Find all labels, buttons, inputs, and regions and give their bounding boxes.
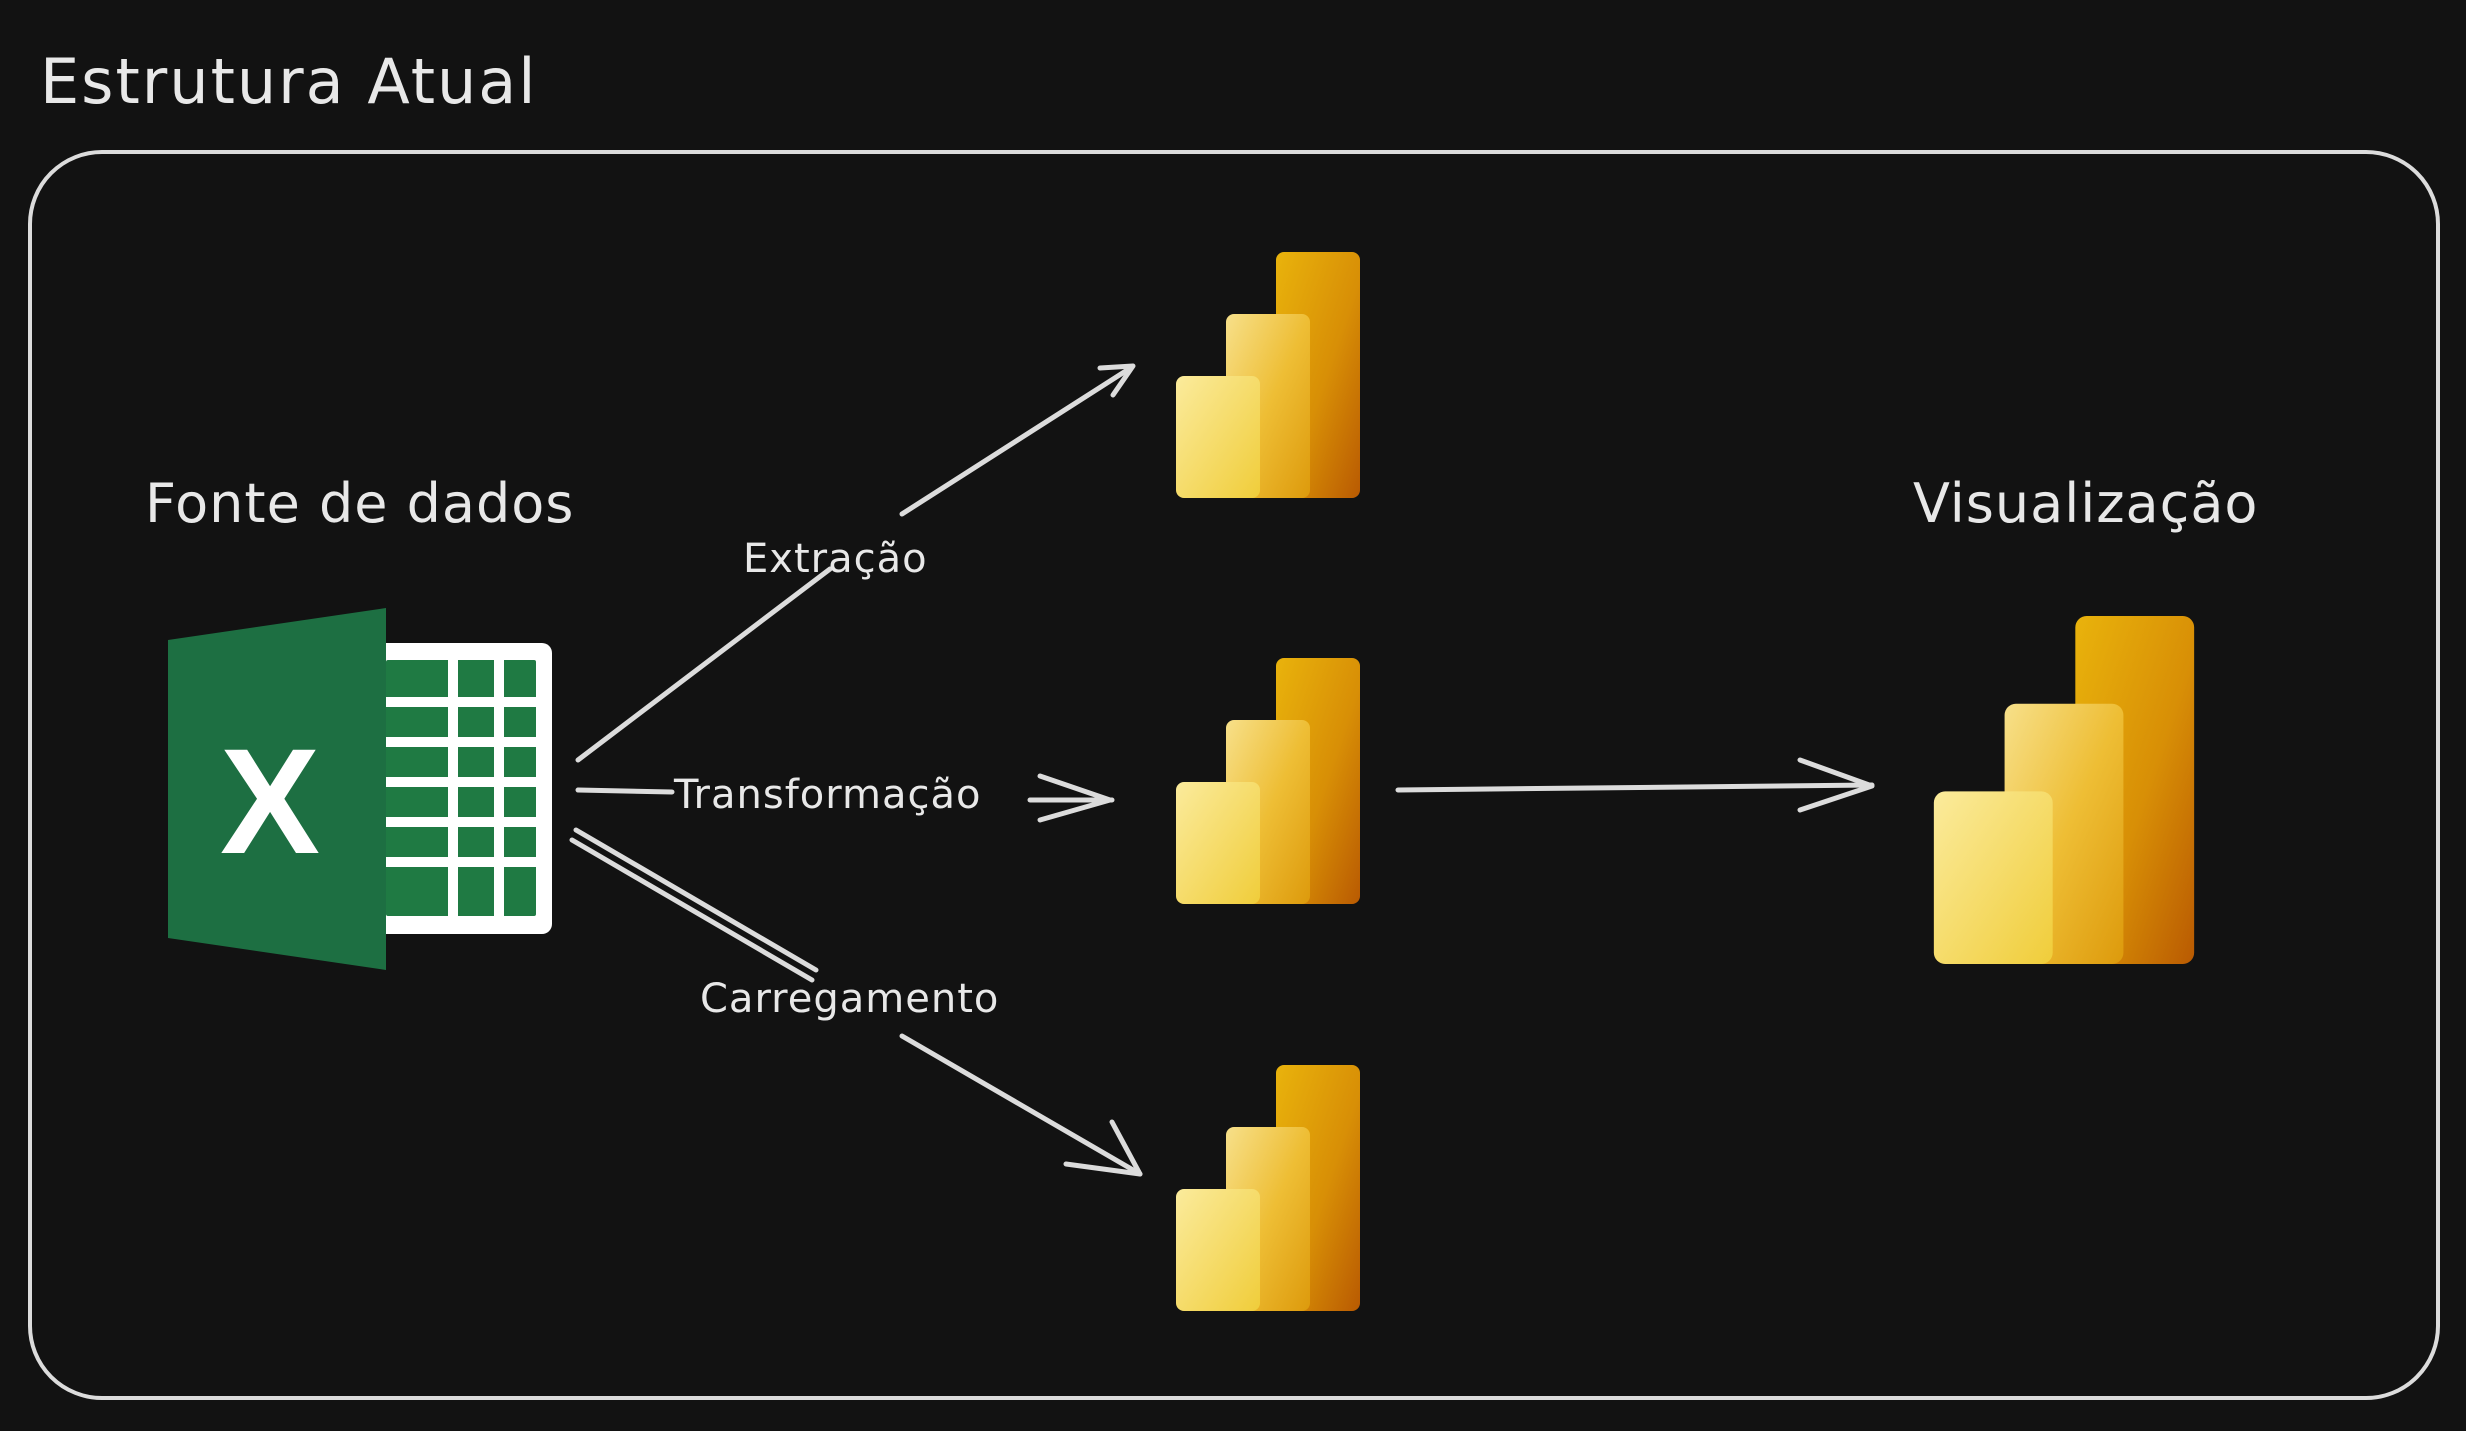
target-label: Visualização: [1913, 472, 2258, 535]
diagram-frame: [28, 150, 2440, 1400]
arrow-load: [569, 827, 1143, 1177]
edge-label-load: Carregamento: [700, 976, 999, 1022]
edge-label-transform: Transformação: [673, 772, 981, 818]
power-bi-icon-top: [1176, 252, 1360, 498]
arrow-to-visualization: [1395, 757, 1875, 813]
power-bi-icon-target: [1933, 616, 2195, 964]
svg-text:X: X: [220, 717, 320, 885]
page-title: Estrutura Atual: [40, 45, 538, 118]
power-bi-icon-middle: [1176, 658, 1360, 904]
source-label: Fonte de dados: [145, 472, 574, 535]
edge-label-extract: Extração: [743, 536, 928, 582]
power-bi-icon-bottom: [1176, 1065, 1360, 1311]
excel-icon: X: [168, 608, 552, 970]
arrow-extract: [575, 363, 1136, 763]
arrow-transform: [575, 773, 1115, 823]
